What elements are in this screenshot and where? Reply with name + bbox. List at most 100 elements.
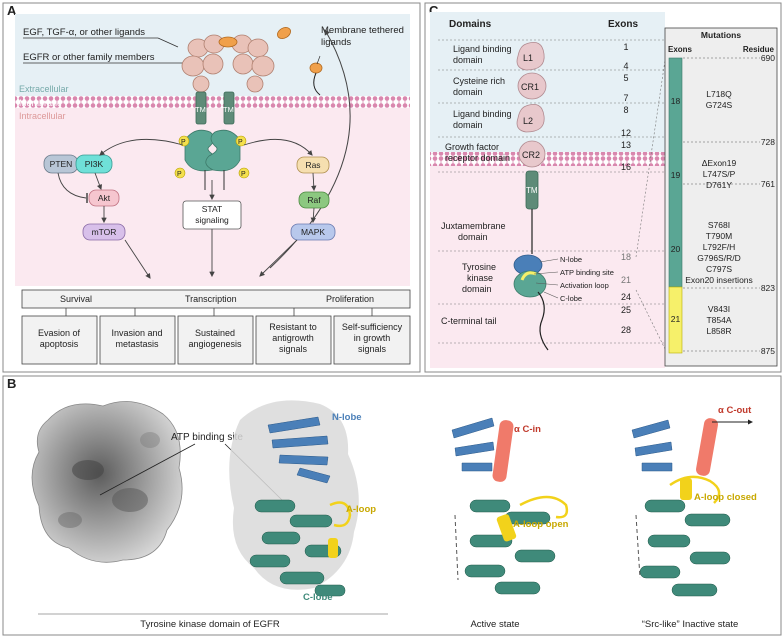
panel-c-letter: C <box>429 3 439 18</box>
residue-690: 690 <box>761 53 775 63</box>
exon-16: 16 <box>621 162 631 172</box>
caption-active: Active state <box>470 619 519 630</box>
kinase-nlobe: N-lobe <box>560 255 582 264</box>
outcome-self-2: in growth <box>354 333 391 343</box>
mutation: T854A <box>706 315 731 325</box>
alpha-c-out-label: α C-out <box>718 405 752 416</box>
caption-tk-domain: Tyrosine kinase domain of EGFR <box>140 619 280 630</box>
c-extracellular-bg <box>430 12 665 152</box>
svg-text:P: P <box>181 139 186 146</box>
alpha-c-in-label: α C-in <box>514 424 541 435</box>
outcome-header-survival: Survival <box>60 294 92 304</box>
mut-exon-18: 18 <box>671 96 681 106</box>
exon-7: 7 <box>623 93 628 103</box>
domain-cr1-label-1: Cysteine rich <box>453 76 505 86</box>
exon-24: 24 <box>621 292 631 302</box>
exon-8: 8 <box>623 105 628 115</box>
node-stat-2: signaling <box>195 215 229 225</box>
mut-exon-20: 20 <box>671 244 681 254</box>
mutation: D761Y <box>706 180 732 190</box>
outcome-self-3: signals <box>358 344 387 354</box>
active-state-structure: α C-in A-loop open Active state <box>451 417 569 630</box>
outcomes-table: Survival Transcription Proliferation Eva… <box>21 289 411 365</box>
intracellular-label: Intracellular <box>19 111 66 121</box>
node-ras: Ras <box>305 160 320 170</box>
mutation: L718Q <box>706 89 732 99</box>
panel-a: A Extracellular Membrane Intracellular E… <box>2 2 421 373</box>
domain-l1-label-1: Ligand binding <box>453 44 512 54</box>
mutation: ΔExon19 <box>702 158 737 168</box>
mut-exon-21: 21 <box>671 314 681 324</box>
domains-header: Domains <box>449 19 492 30</box>
residue-875: 875 <box>761 346 775 356</box>
n-lobe-label: N-lobe <box>332 412 362 423</box>
outcome-angio-2: angiogenesis <box>188 339 242 349</box>
kinase-clobe: C-lobe <box>560 294 582 303</box>
alpha-c-helix-out <box>696 418 718 476</box>
surface-representation <box>31 401 183 563</box>
mutation: T790M <box>706 231 732 241</box>
outcome-resistant-1: Resistant to <box>269 322 317 332</box>
atp-site-label: ATP binding site <box>171 432 243 443</box>
signaling-nodes: PTEN PI3K Akt mTOR STAT signaling Ras Ra… <box>43 154 336 241</box>
shape-l2: L2 <box>523 116 533 126</box>
kinase-aloop: Activation loop <box>560 281 609 290</box>
kinase-atp: ATP binding site <box>560 268 614 277</box>
tethered-label-2: ligands <box>321 37 351 48</box>
exon-13: 13 <box>621 140 631 150</box>
tm-label-left: TM <box>195 105 206 114</box>
kinase-domain-right <box>205 129 241 172</box>
node-stat-1: STAT <box>202 204 222 214</box>
atp-leader-1 <box>99 443 196 496</box>
ligand-leader-2 <box>157 37 179 48</box>
mutation: G796S/R/D <box>697 253 740 263</box>
signaling-arrows <box>57 138 317 279</box>
outcome-self-1: Self-sufficiency <box>342 322 403 332</box>
mutation: L792F/H <box>703 242 736 252</box>
svg-text:P: P <box>241 171 246 178</box>
domain-jm-label-1: Juxtamembrane <box>441 221 506 231</box>
domain-jm-label-2: domain <box>458 232 488 242</box>
domain-ct-label: C-terminal tail <box>441 316 497 326</box>
tethered-label-1: Membrane tethered <box>321 25 404 36</box>
zoom-lines <box>635 39 669 356</box>
ligand-label: EGF, TGF-α, or other ligands <box>23 27 145 38</box>
panel-b-letter: B <box>7 376 16 391</box>
svg-text:P: P <box>238 139 243 146</box>
panel-a-letter: A <box>7 3 17 18</box>
residue-823: 823 <box>761 283 775 293</box>
mutations-panel: Mutations Exons Residue 690 728 761 823 … <box>664 27 778 367</box>
node-mapk: MAPK <box>301 227 325 237</box>
egfr-dimer: TM TM P P P P <box>174 34 275 190</box>
outcome-resistant-3: signals <box>279 344 308 354</box>
exon-bar-yellow <box>668 286 683 354</box>
alpha-c-helix-in <box>492 420 514 482</box>
node-raf: Raf <box>307 195 321 205</box>
domain-tk-label-3: domain <box>462 284 492 294</box>
exon-numbers: 1 4 5 7 8 12 13 16 18 21 24 25 28 <box>621 42 631 335</box>
mutation: L747S/P <box>703 169 736 179</box>
a-loop-label: A-loop <box>346 504 376 515</box>
residue-728: 728 <box>761 137 775 147</box>
node-pi3k: PI3K <box>85 159 104 169</box>
inactive-state-structure: α C-out A-loop closed “Src-like” Inactiv… <box>631 405 757 630</box>
c-tm-label: TM <box>526 186 538 195</box>
domain-cr1-label-2: domain <box>453 87 483 97</box>
phospho-sites: P P P P <box>174 135 250 179</box>
mut-exon-19: 19 <box>671 170 681 180</box>
node-mtor: mTOR <box>92 227 117 237</box>
panel-b: B ATP binding site <box>2 375 782 636</box>
domain-cr2-label-1: Growth factor <box>445 142 499 152</box>
residue-761: 761 <box>761 179 775 189</box>
tm-label-right: TM <box>223 105 234 114</box>
domain-l1-label-2: domain <box>453 55 483 65</box>
ribbon-structure: N-lobe A-loop C-lobe <box>229 400 376 603</box>
c-membrane <box>430 152 665 166</box>
exon-5: 5 <box>623 73 628 83</box>
domain-l2-label-2: domain <box>453 120 483 130</box>
mutation: G724S <box>706 100 733 110</box>
domain-l2-label-1: Ligand binding <box>453 109 512 119</box>
mutation: C797S <box>706 264 732 274</box>
node-akt: Akt <box>98 193 111 203</box>
